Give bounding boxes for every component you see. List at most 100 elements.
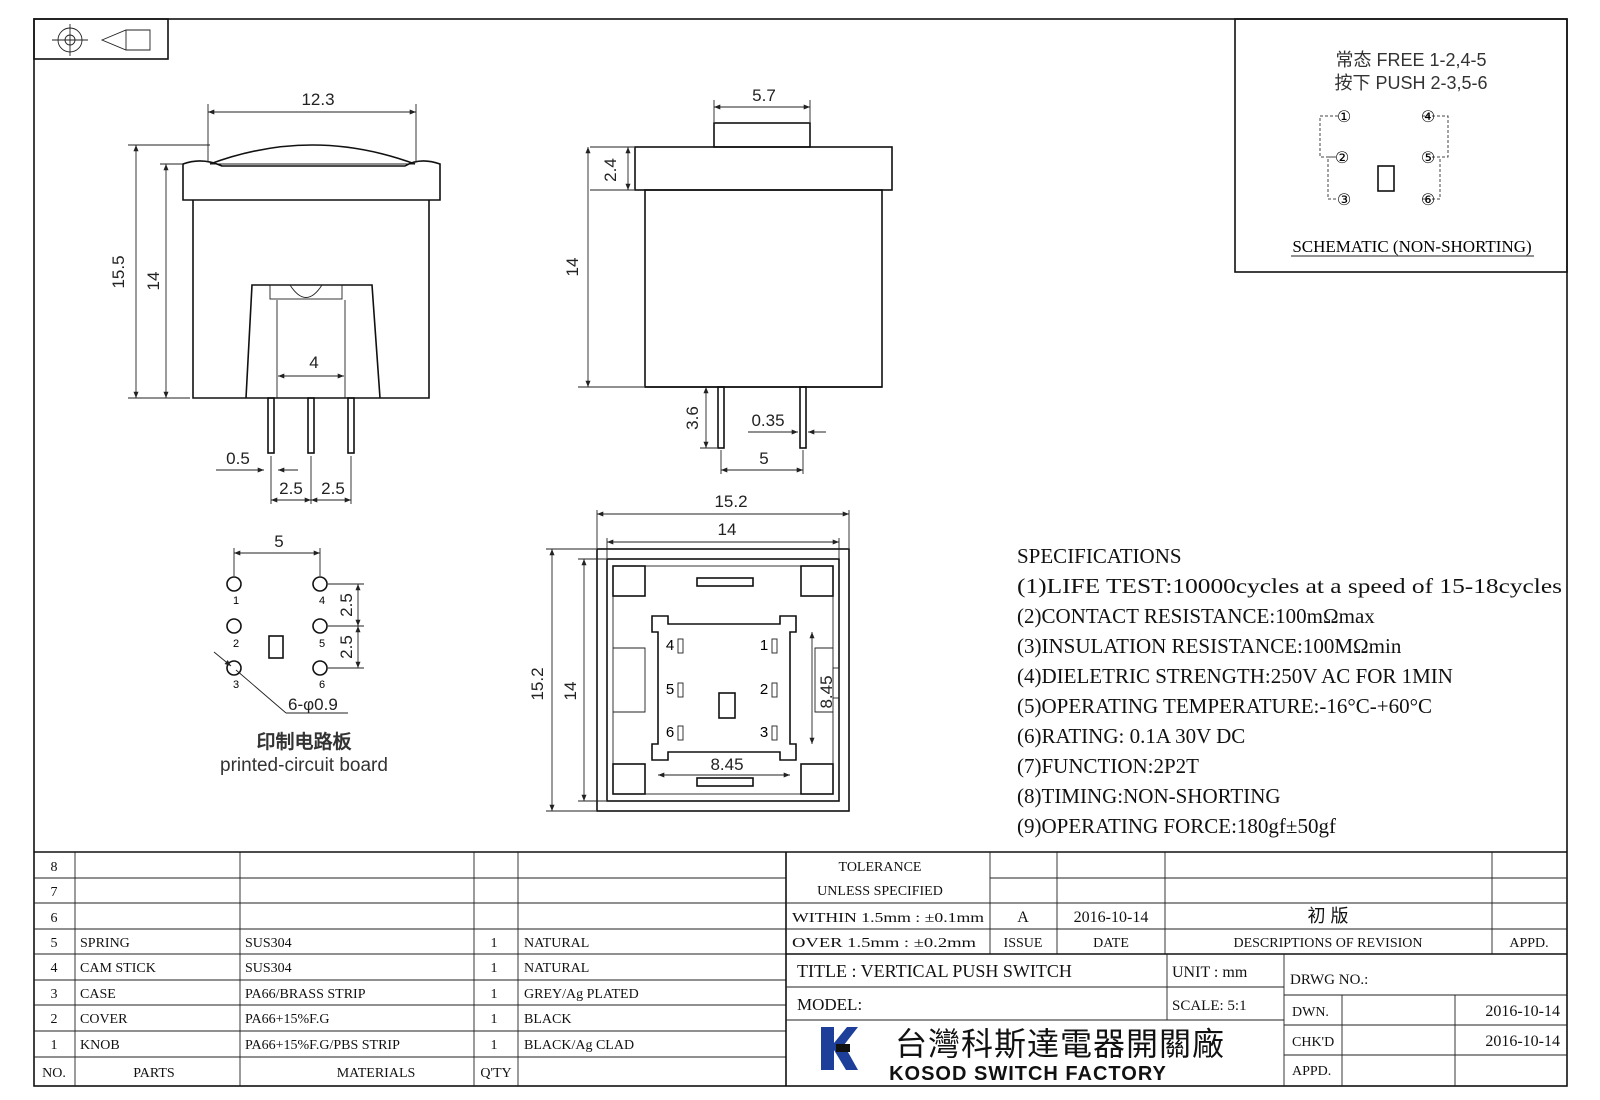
- spec-item-8: (8)TIMING:NON-SHORTING: [1017, 784, 1281, 808]
- dim-side-pin-spacing: 5: [759, 449, 768, 468]
- pcb-hole-1: [226, 576, 242, 592]
- front-dome: [209, 144, 416, 165]
- schematic-center-slot: [1377, 165, 1395, 192]
- pcb-hole-label-1: 1: [233, 595, 239, 607]
- schematic-pin-3: ③: [1337, 192, 1351, 209]
- bom-row-4-material: SUS304: [245, 961, 292, 976]
- bom-row-1-finish: BLACK/Ag CLAD: [524, 1038, 634, 1053]
- front-pin-left: [267, 397, 275, 454]
- bom-row-6-no: 6: [51, 911, 58, 926]
- side-cap: [634, 146, 893, 191]
- schematic-title: SCHEMATIC (NON-SHORTING): [1292, 237, 1531, 256]
- spec-item-3: (3)INSULATION RESISTANCE:100MΩmin: [1017, 634, 1402, 658]
- dim-top-inner-height: 14: [561, 682, 580, 701]
- pcb-hole-label-4: 4: [319, 595, 325, 607]
- tolerance-within: WITHIN 1.5mm : ±0.1mm: [792, 911, 984, 926]
- specifications: SPECIFICATIONS (1)LIFE TEST:10000cycles …: [1017, 544, 1562, 838]
- top-label-4: 4: [666, 637, 674, 654]
- scale-label: SCALE: 5:1: [1172, 998, 1247, 1014]
- pcb-hole-2: [226, 618, 242, 634]
- company-name-en: KOSOD SWITCH FACTORY: [889, 1063, 1167, 1085]
- bom-row-1-part: KNOB: [80, 1038, 120, 1053]
- pcb-hole-label-6: 6: [319, 679, 325, 691]
- dim-pcb-spacing: 5: [274, 532, 283, 551]
- tolerance-unless: UNLESS SPECIFIED: [817, 884, 943, 899]
- front-pin-right: [347, 397, 355, 454]
- revision-date: 2016-10-14: [1074, 909, 1149, 926]
- spec-item-9: (9)OPERATING FORCE:180gf±50gf: [1017, 814, 1336, 838]
- spec-item-2: (2)CONTACT RESISTANCE:100mΩmax: [1017, 604, 1375, 628]
- pcb-hole-label-5: 5: [319, 638, 325, 650]
- revision-issue: A: [1017, 909, 1029, 926]
- pcb-layout: 5 1 2 3 4 5 6 2.5 2.5 6-φ0.9 印制电路板 print…: [213, 532, 388, 776]
- bom-row-2-finish: BLACK: [524, 1012, 571, 1027]
- side-button: [713, 122, 811, 148]
- spec-item-6: (6)RATING: 0.1A 30V DC: [1017, 724, 1245, 748]
- bom-row-5-part: SPRING: [80, 936, 130, 951]
- spec-item-1: (1)LIFE TEST:10000cycles at a speed of 1…: [1017, 574, 1562, 598]
- bom-row-1-no: 1: [51, 1038, 58, 1053]
- pcb-hole-label-2: 2: [233, 638, 239, 650]
- bom-row-5-qty: 1: [491, 936, 498, 951]
- schematic-pin-4: ④: [1421, 109, 1435, 126]
- chkd-label: CHK'D: [1292, 1035, 1334, 1050]
- bom-row-1-qty: 1: [491, 1038, 498, 1053]
- side-body: [644, 189, 883, 388]
- dim-pin-width: 0.5: [226, 449, 250, 468]
- dim-side-body-height: 14: [563, 258, 582, 277]
- bom-row-4-qty: 1: [491, 961, 498, 976]
- bom-row-3-qty: 1: [491, 987, 498, 1002]
- pcb-title-en: printed-circuit board: [220, 755, 388, 776]
- dim-front-width: 12.3: [301, 90, 334, 109]
- drawing-title: TITLE : VERTICAL PUSH SWITCH: [797, 961, 1072, 981]
- bom-row-5-material: SUS304: [245, 936, 292, 951]
- tolerance-label: TOLERANCE: [839, 860, 922, 875]
- front-pin-middle: [307, 397, 315, 454]
- dim-top-outer-width: 15.2: [714, 492, 747, 511]
- bom-table: 8 7 6 5 SPRING SUS304 1 NATURAL 4 CAM ST…: [34, 851, 1567, 1086]
- dim-pin-pitch-a: 2.5: [279, 479, 303, 498]
- date-label: DATE: [1093, 936, 1129, 951]
- sheet-border: [33, 18, 1568, 1087]
- top-label-1: 1: [760, 637, 768, 654]
- pcb-title-cn: 印制电路板: [256, 730, 352, 753]
- company-name-cn: 台灣科斯達電器開關廠: [895, 1026, 1225, 1062]
- projection-symbol-icon: [33, 18, 169, 60]
- dim-side-pin-thickness: 0.35: [751, 411, 784, 430]
- top-label-6: 6: [666, 724, 674, 741]
- company-logo-icon: [819, 1026, 858, 1070]
- bom-row-7-no: 7: [51, 885, 58, 900]
- top-view: 4 1 5 2 6 3 15.2 14 15.2 14 8.45: [528, 492, 850, 812]
- schematic-line-free: 常态 FREE 1-2,4-5: [1335, 50, 1486, 70]
- dim-top-inner-width: 14: [718, 520, 737, 539]
- side-view: 5.7 2.4 14 3.6 0.35 5: [563, 86, 893, 474]
- bom-row-3-no: 3: [51, 987, 58, 1002]
- bom-row-5-no: 5: [51, 936, 58, 951]
- top-center-slot: [718, 692, 736, 719]
- dim-front-slot: 4: [309, 353, 318, 372]
- dim-top-contact-height: 8.45: [817, 675, 836, 708]
- schematic-box: 常态 FREE 1-2,4-5 按下 PUSH 2-3,5-6 ① ② ③ ④ …: [1234, 18, 1568, 273]
- drwg-no-label: DRWG NO.:: [1290, 972, 1368, 988]
- bom-row-1-material: PA66+15%F.G/PBS STRIP: [245, 1038, 400, 1053]
- side-pin-right: [799, 386, 807, 449]
- pcb-hole-3: [226, 660, 242, 676]
- bom-row-2-material: PA66+15%F.G: [245, 1012, 329, 1027]
- top-label-3: 3: [760, 724, 768, 741]
- dim-front-body-height: 14: [144, 272, 163, 291]
- dim-front-overall-height: 15.5: [109, 255, 128, 288]
- schematic-pin-6: ⑥: [1421, 192, 1435, 209]
- bom-row-4-part: CAM STICK: [80, 961, 156, 976]
- dim-pin-pitch-b: 2.5: [321, 479, 345, 498]
- bom-row-3-material: PA66/BRASS STRIP: [245, 987, 366, 1002]
- pcb-hole-spec: 6-φ0.9: [288, 695, 338, 714]
- issue-label: ISSUE: [1004, 936, 1043, 951]
- title-block: TOLERANCE UNLESS SPECIFIED WITHIN 1.5mm …: [786, 852, 1567, 1086]
- bom-row-4-finish: NATURAL: [524, 961, 589, 976]
- schematic-pin-2: ②: [1335, 150, 1349, 167]
- dim-top-outer-height: 15.2: [528, 667, 547, 700]
- top-label-2: 2: [760, 681, 768, 698]
- model-label: MODEL:: [797, 995, 862, 1014]
- dim-side-pin-length: 3.6: [683, 406, 702, 430]
- descriptions-label: DESCRIPTIONS OF REVISION: [1233, 936, 1422, 951]
